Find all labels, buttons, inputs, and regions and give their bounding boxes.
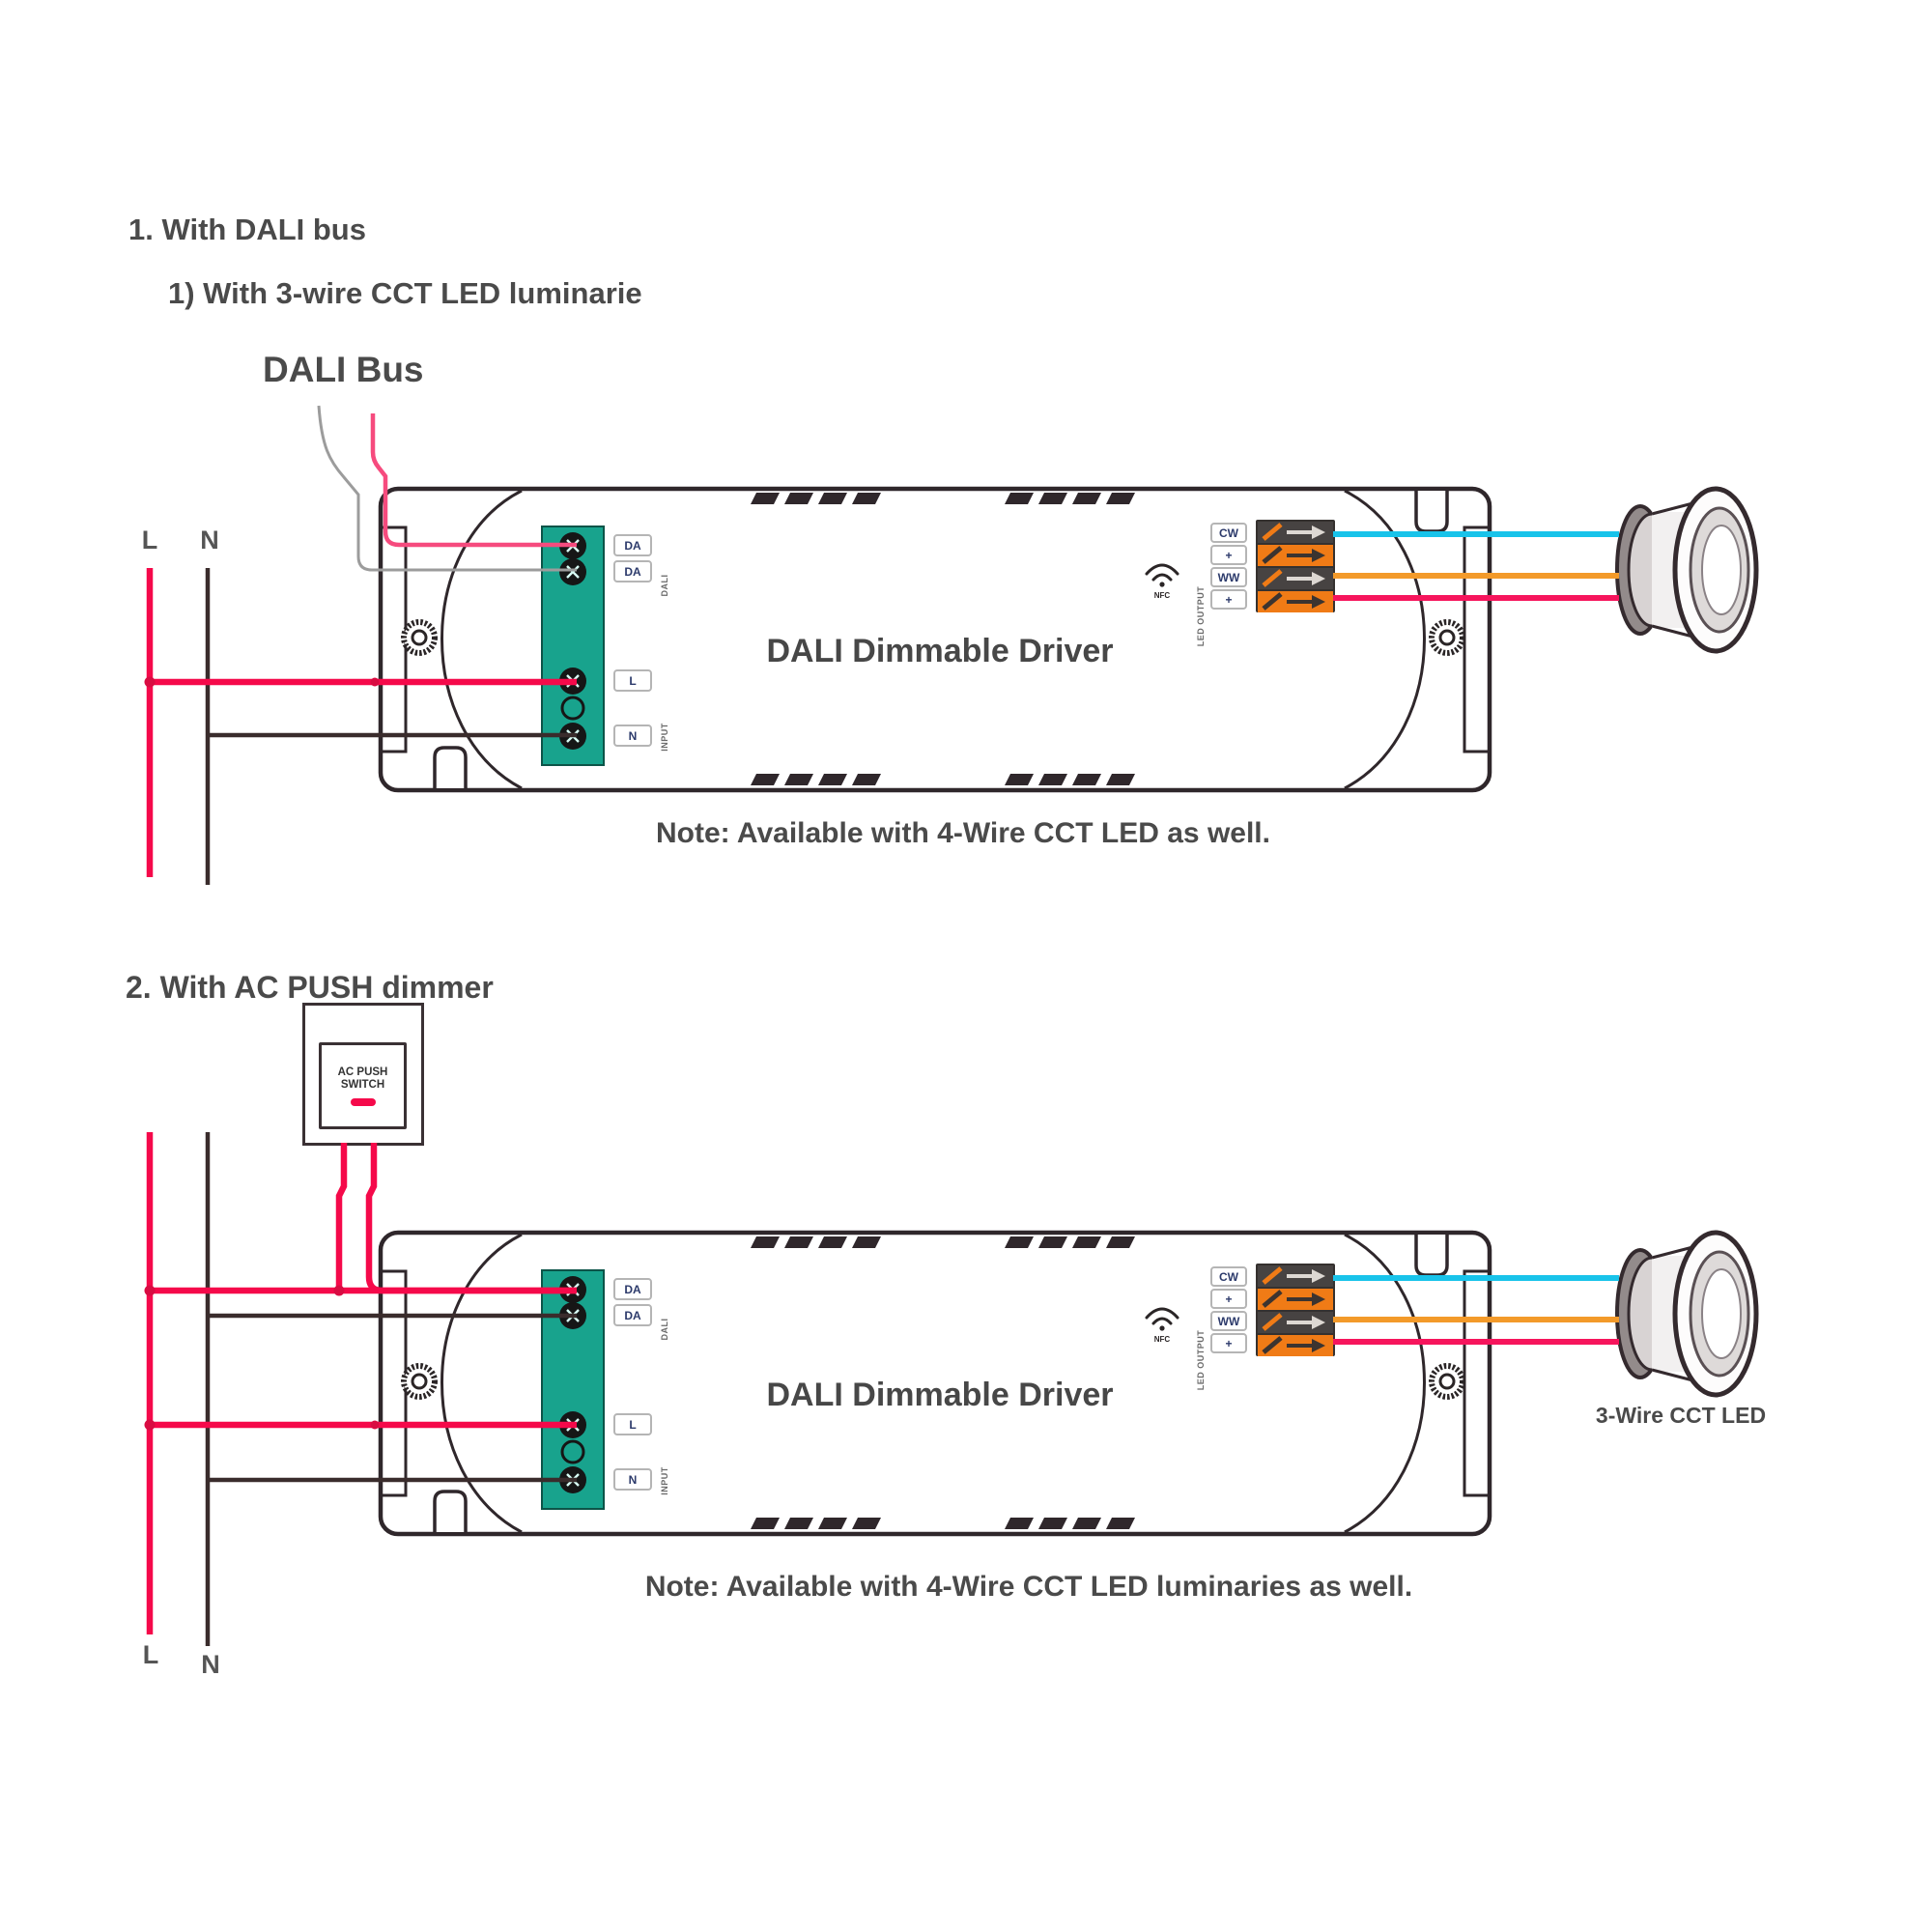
plus2-label: + [1225,1337,1232,1350]
input-terminal-labels: DA DA L N DALI INPUT [613,534,669,752]
case-screw-left [401,619,438,656]
input-vertical-label: INPUT [660,1466,669,1495]
d2-neutral-label: N [201,1650,220,1679]
vent-slots [751,493,1135,785]
l-terminal-label: L [629,674,636,688]
bottom-left-mount-slot [433,746,468,788]
switch-indicator [350,1097,376,1106]
case-screw-right [1429,1363,1465,1400]
right-strain-arc [1344,489,1426,790]
output-terminal-labels: CW + WW + [1210,1266,1247,1353]
ww-label: WW [1218,1315,1240,1328]
driver-title: DALI Dimmable Driver [767,633,1114,669]
dali-driver-unit-2: DA DA L N DALI INPUT DALI Dimmable Drive… [378,1230,1492,1537]
top-right-mount-slot [1414,1235,1449,1277]
ww-label: WW [1218,571,1240,584]
l-terminal-label: L [629,1418,636,1432]
section1-subheading: 1) With 3-wire CCT LED luminarie [168,276,642,310]
driver-title: DALI Dimmable Driver [767,1377,1114,1413]
plus1-label: + [1225,1293,1232,1306]
cct-led-fixture-1 [1615,486,1759,654]
right-strain-arc [1344,1233,1426,1534]
led-output-connector[interactable] [1256,1264,1335,1356]
case-screw-right [1429,619,1465,656]
output-terminal-labels: CW + WW + [1210,523,1247,610]
input-vertical-label: INPUT [660,723,669,752]
led-output-vertical-label: LED OUTPUT [1196,1330,1206,1391]
top-right-mount-slot [1414,491,1449,533]
switch-label-line1: AC PUSH [337,1065,388,1078]
plus2-label: + [1225,593,1232,607]
section2-note: Note: Available with 4-Wire CCT LED lumi… [644,1571,1413,1603]
da2-label: DA [624,565,641,579]
cct-led-label: 3-Wire CCT LED [1595,1403,1767,1428]
da2-label: DA [624,1309,641,1322]
dali-driver-unit-1: DA DA L N DALI INPUT DALI Dimmable Drive… [378,486,1492,793]
led-output-vertical-label: LED OUTPUT [1196,586,1206,647]
nfc-icon: NFC [1145,563,1179,600]
nfc-icon: NFC [1145,1307,1179,1344]
input-terminal-block[interactable] [541,526,605,766]
led-output-connector[interactable] [1256,520,1335,612]
switch-label-line2: SWITCH [340,1078,385,1091]
vent-slots [751,1236,1135,1529]
n-terminal-label: N [629,729,638,743]
nfc-label: NFC [1154,591,1171,600]
section1-heading: 1. With DALI bus [128,213,366,246]
ac-push-switch-face: AC PUSH SWITCH [319,1042,407,1129]
dali-vertical-label: DALI [660,575,669,597]
input-terminal-block[interactable] [541,1269,605,1510]
plus1-label: + [1225,549,1232,562]
ac-push-switch[interactable]: AC PUSH SWITCH [302,1003,424,1146]
d1-neutral-label: N [200,526,219,554]
dali-vertical-label: DALI [660,1319,669,1341]
nfc-label: NFC [1154,1335,1171,1344]
bottom-left-mount-slot [433,1490,468,1532]
d2-line-label: L [142,1640,159,1669]
input-terminal-labels: DA DA L N DALI INPUT [613,1278,669,1495]
section1-note: Note: Available with 4-Wire CCT LED as w… [656,817,1270,849]
cw-label: CW [1219,1270,1239,1284]
case-screw-left [401,1363,438,1400]
cct-led-fixture-2 [1615,1230,1759,1398]
d1-line-label: L [141,526,158,554]
da1-label: DA [624,539,641,553]
cw-label: CW [1219,526,1239,540]
section2-heading: 2. With AC PUSH dimmer [126,970,494,1005]
n-terminal-label: N [629,1473,638,1487]
dali-bus-label: DALI Bus [263,350,424,389]
da1-label: DA [624,1283,641,1296]
